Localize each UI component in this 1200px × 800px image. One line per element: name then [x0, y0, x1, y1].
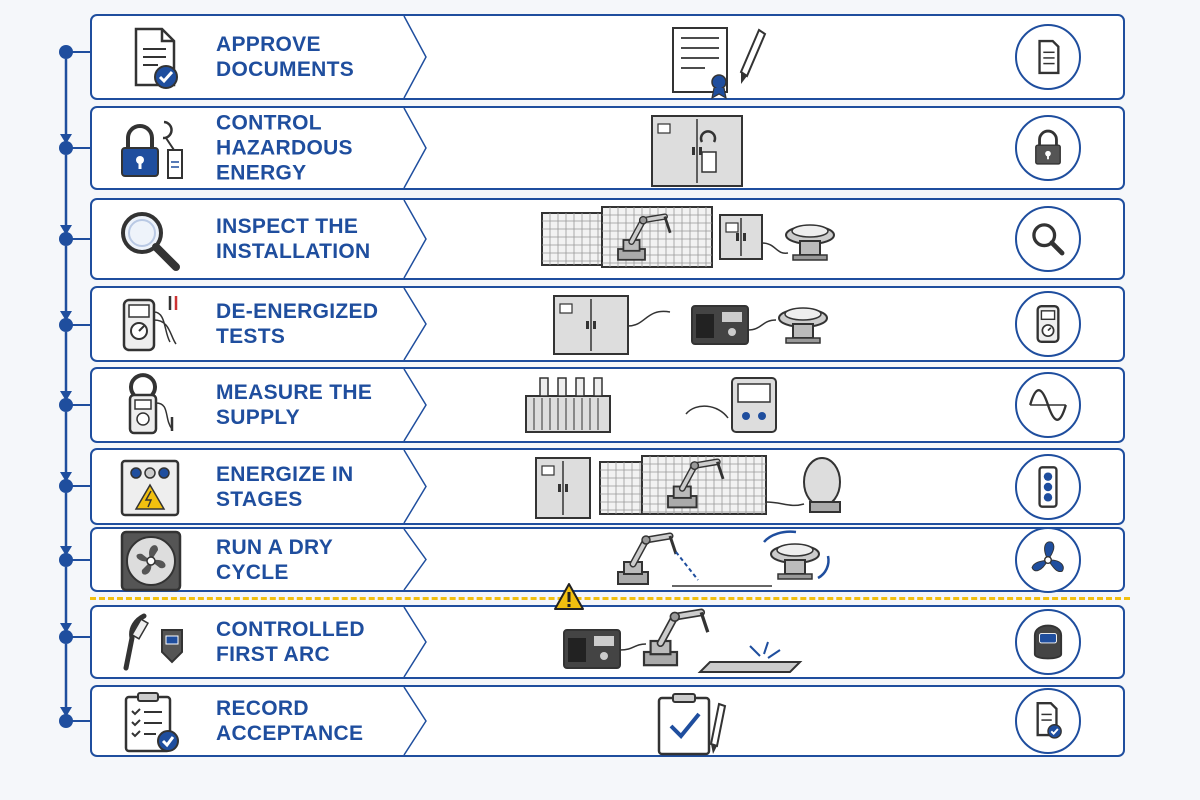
document-check-icon — [134, 27, 178, 89]
fan-icon — [120, 530, 182, 591]
badge-sine-wave-icon — [1015, 372, 1081, 438]
flow-arrowhead — [60, 707, 72, 717]
flow-arrowhead — [60, 134, 72, 144]
propeller-icon — [1031, 540, 1064, 572]
badge-welding-helmet-icon — [1015, 609, 1081, 675]
checklist-icon — [124, 692, 179, 753]
step-2: CONTROL HAZARDOUS ENERGY — [90, 106, 1125, 190]
multimeter-icon — [122, 296, 178, 352]
flow-arrowhead — [60, 225, 72, 235]
step-8: CONTROLLED FIRST ARC — [90, 605, 1125, 679]
step-9: RECORD ACCEPTANCE — [90, 685, 1125, 757]
flow-rail — [59, 45, 90, 728]
sine-wave-icon — [1029, 389, 1067, 421]
badge-stack-light-icon — [1015, 453, 1081, 520]
step-label: CONTROL HAZARDOUS ENERGY — [216, 111, 353, 185]
badge-document-icon — [1015, 24, 1081, 90]
step-1: APPROVE DOCUMENTS — [90, 14, 1125, 100]
step-label: MEASURE THE SUPPLY — [216, 381, 373, 429]
flow-arrowhead — [60, 623, 72, 633]
flow-arrowhead — [60, 546, 72, 556]
step-5: MEASURE THE SUPPLY — [90, 367, 1125, 443]
magnifier-icon — [1032, 223, 1065, 256]
step-3: INSPECT THE INSTALLATION — [90, 198, 1125, 280]
step-label: DE-ENERGIZED TESTS — [216, 300, 379, 348]
flow-arrowhead — [60, 311, 72, 321]
torch-helmet-icon — [123, 613, 183, 671]
step-label: INSPECT THE INSTALLATION — [216, 215, 371, 263]
padlock-icon — [1035, 129, 1061, 165]
flow-arrowhead — [60, 472, 72, 482]
multimeter-icon — [1036, 304, 1060, 344]
document-icon — [1038, 39, 1060, 75]
document-check-icon — [1036, 701, 1062, 739]
magnifier-icon — [121, 212, 180, 271]
step-label: RECORD ACCEPTANCE — [216, 697, 364, 745]
badge-magnifier-icon — [1015, 206, 1081, 272]
step-label: CONTROLLED FIRST ARC — [216, 618, 365, 666]
welding-helmet-icon — [1033, 624, 1063, 660]
badge-document-check-icon — [1015, 688, 1081, 754]
clamp-meter-icon — [128, 373, 174, 435]
flow-arrowhead — [60, 391, 72, 401]
badge-multimeter-icon — [1015, 291, 1081, 357]
step-7: RUN A DRY CYCLE — [90, 526, 1125, 593]
step-label: APPROVE DOCUMENTS — [216, 33, 355, 81]
step-6: ENERGIZE IN STAGES — [90, 448, 1125, 525]
step-label: ENERGIZE IN STAGES — [216, 462, 354, 511]
lock-tag-icon — [121, 120, 183, 179]
step-label: RUN A DRY CYCLE — [216, 535, 334, 584]
badge-padlock-icon — [1015, 115, 1081, 181]
hazard-separator-line — [90, 597, 1130, 600]
stack-light-icon — [1038, 465, 1058, 508]
badge-propeller-icon — [1015, 526, 1081, 593]
step-4: DE-ENERGIZED TESTS — [90, 286, 1125, 362]
control-panel-icon — [120, 459, 180, 516]
warning-triangle-icon — [554, 583, 584, 610]
